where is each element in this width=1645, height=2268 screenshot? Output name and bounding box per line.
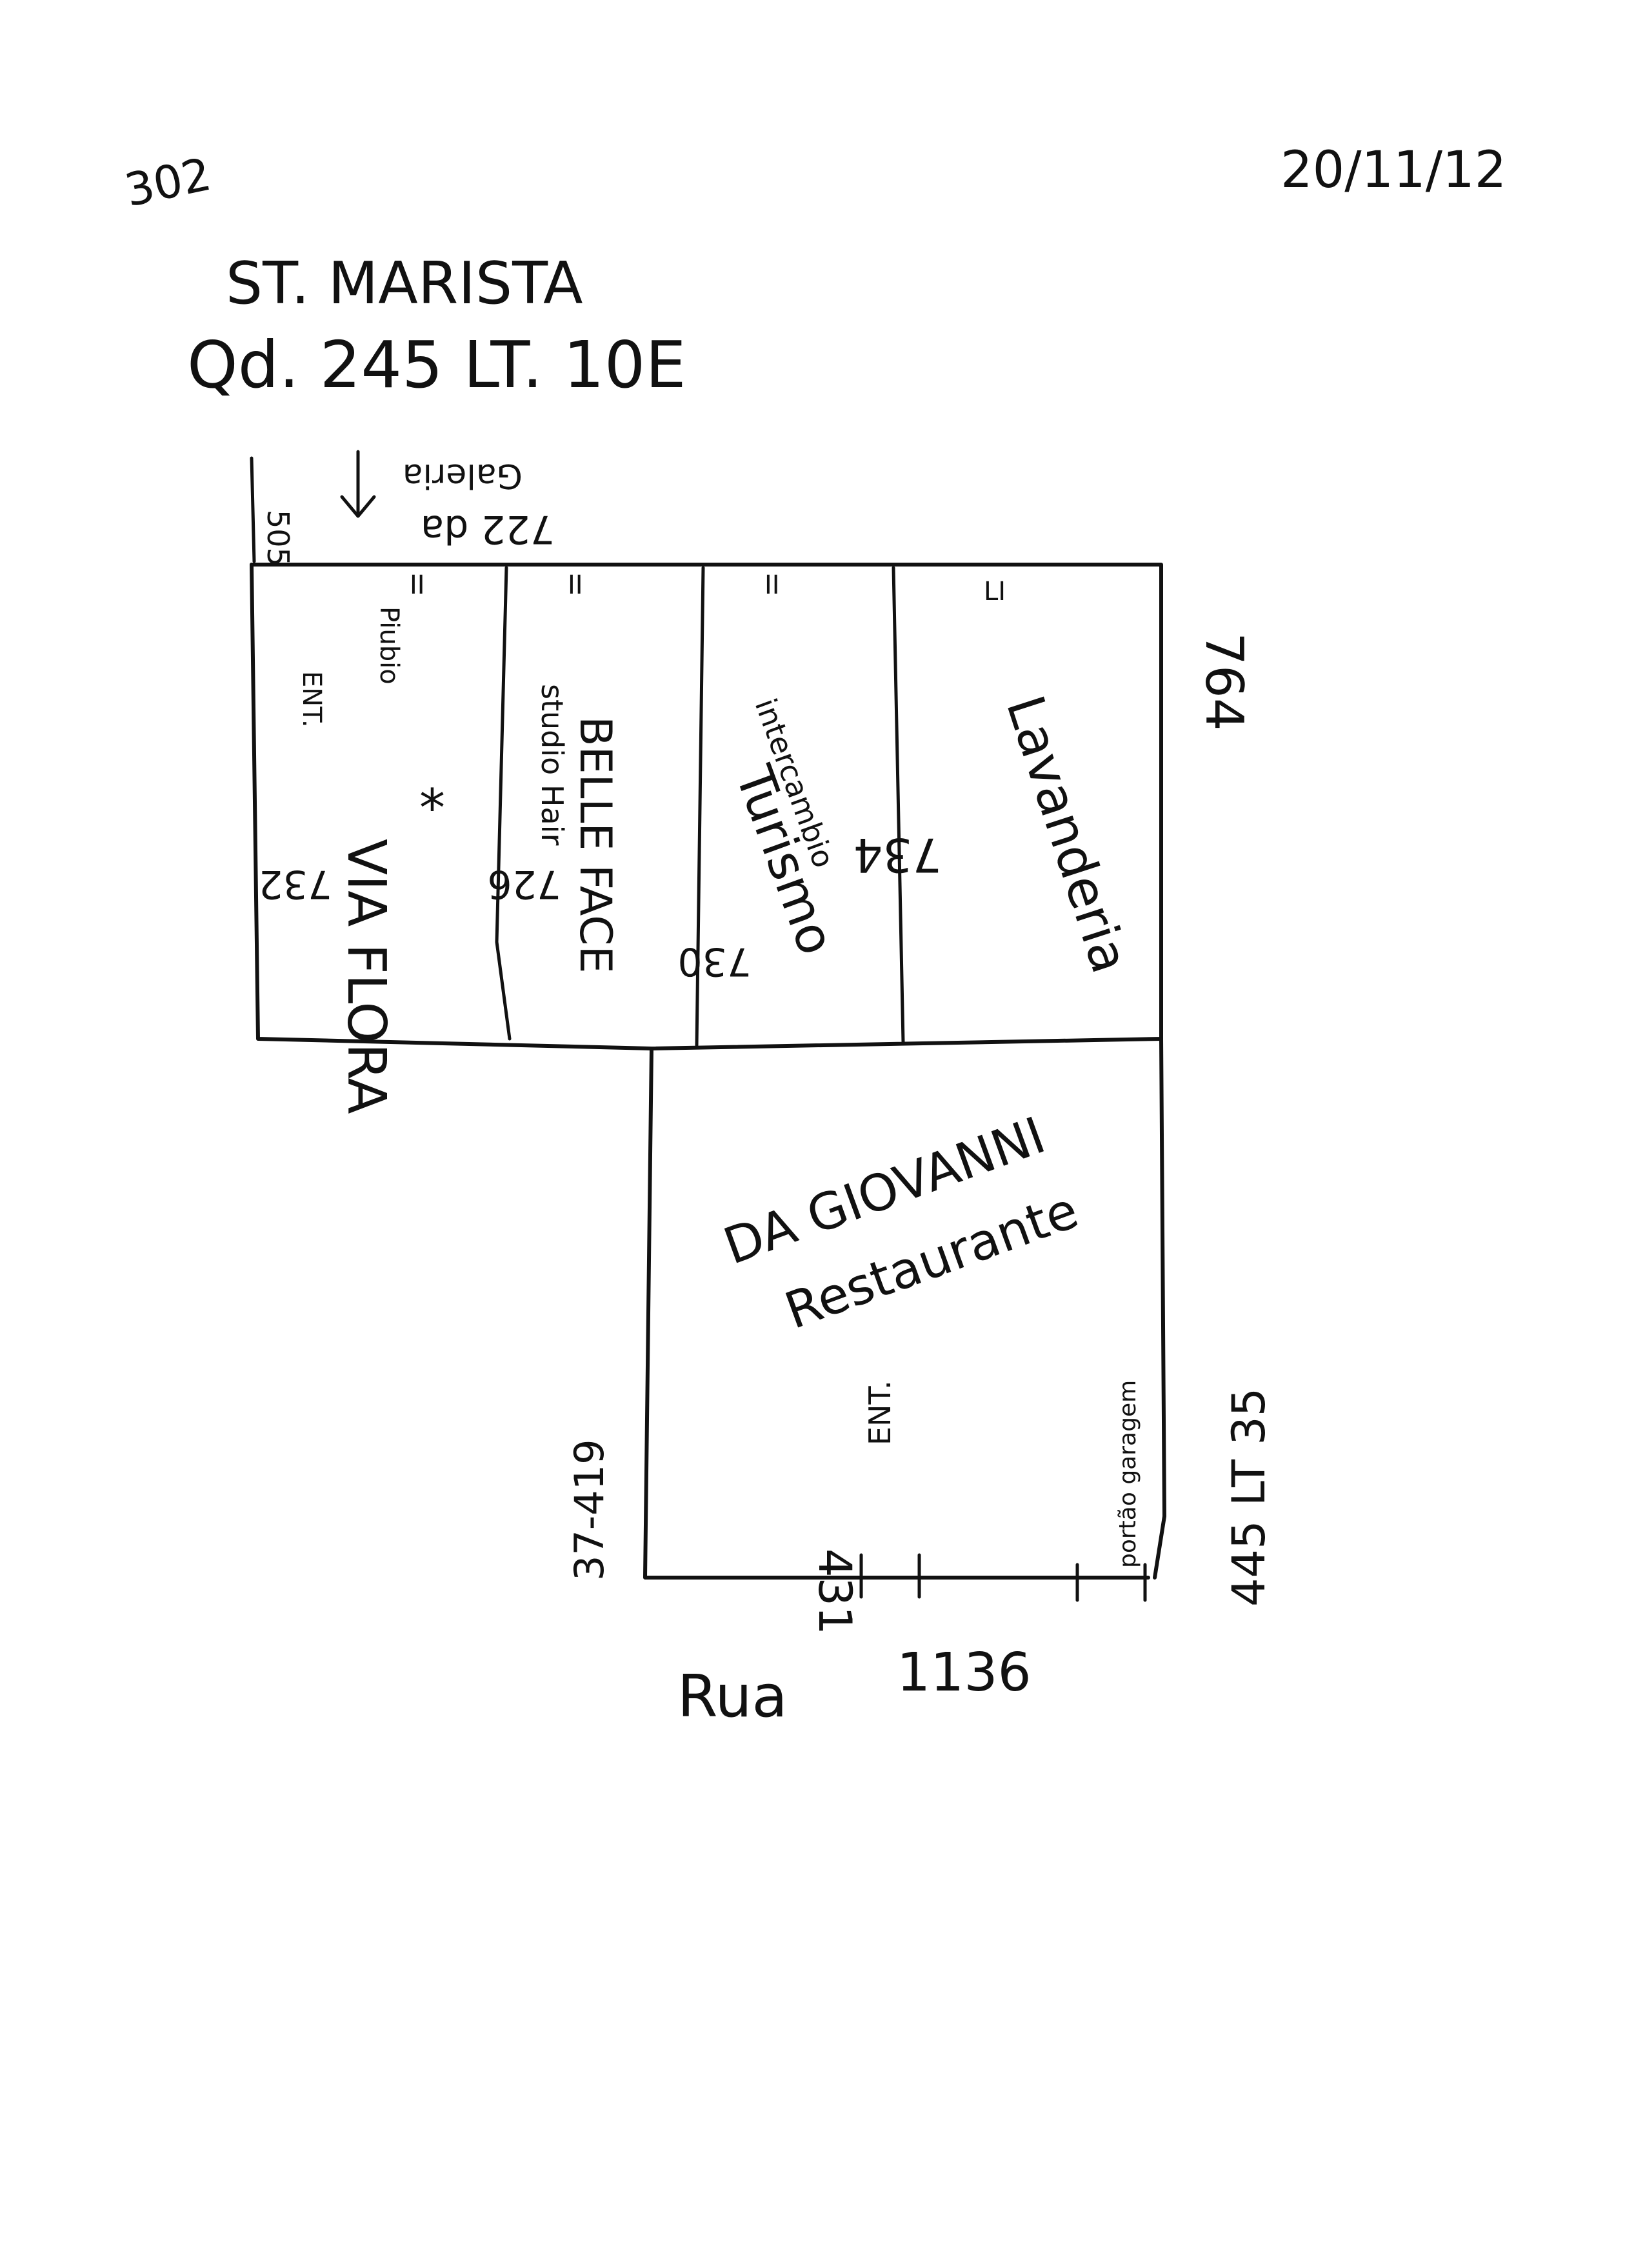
restaurant-number-left: 37-419 — [566, 1439, 613, 1581]
street-number: 1136 — [897, 1642, 1032, 1703]
unit-number-1: 732 — [258, 861, 332, 907]
unit-name-1: VIA FLORA — [335, 839, 397, 1114]
unit-number-4: 734 — [853, 828, 942, 882]
unit-entrance-1: ENT. — [297, 671, 326, 728]
top-number-left: 505 — [261, 510, 295, 567]
restaurant-entrance: ENT. — [862, 1380, 897, 1445]
unit-tick-2: II — [568, 570, 583, 600]
unit-note-1: Piubio — [374, 607, 404, 685]
top-number-center: 722 da — [421, 507, 555, 552]
lot-boundary-right — [1153, 1037, 1166, 1580]
lot-boundary — [250, 563, 1163, 1580]
unit-divider-3 — [892, 566, 905, 1044]
unit-divider-2 — [695, 566, 705, 1047]
unit-name-4: Lavanderia — [995, 688, 1141, 980]
lot-boundary-left — [250, 563, 653, 1050]
unit-name-2: BELLE FACE — [570, 716, 621, 974]
street-name: Rua — [677, 1663, 788, 1731]
gallery-label: Galeria — [403, 456, 523, 495]
unit-subtitle-2: studio Hair — [535, 684, 570, 845]
unit-number-3: 730 — [677, 939, 752, 984]
block-lot: Qd. 245 LT. 10E — [187, 327, 686, 403]
unit-divider-1 — [495, 566, 512, 1041]
unit-tick-3: II — [764, 570, 780, 600]
restaurant-note: portão garagem — [1115, 1380, 1141, 1568]
right-lot-label: 445 LT 35 — [1222, 1388, 1275, 1607]
unit-number-2: 726 — [487, 861, 561, 907]
unit-tick-4: LI — [984, 577, 1006, 607]
top-number-right: 764 — [1194, 632, 1254, 731]
restaurant-number: 431 — [808, 1549, 861, 1635]
block-title: ST. MARISTA — [226, 250, 583, 317]
unit-mark-1: * — [419, 778, 445, 838]
page-number: 302 — [120, 148, 215, 217]
unit-tick-1: II — [410, 570, 425, 600]
top-left-tick — [250, 456, 256, 563]
date-label: 20/11/12 — [1281, 141, 1506, 199]
arrow-down-icon — [340, 450, 376, 518]
